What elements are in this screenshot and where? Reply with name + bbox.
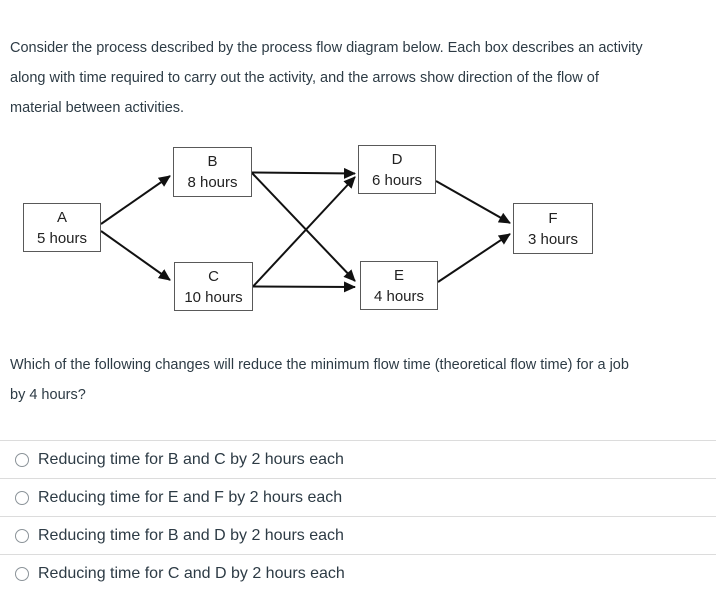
activity-label: F [548,209,558,227]
activity-label: A [56,208,67,226]
answer-option-4[interactable]: Reducing time for C and D by 2 hours eac… [0,554,716,592]
answer-option-2[interactable]: Reducing time for E and F by 2 hours eac… [0,478,716,516]
arrow-A-C [100,230,171,281]
answer-option-3[interactable]: Reducing time for B and D by 2 hours eac… [0,516,716,554]
arrow-B-D [251,167,356,179]
activity-box-A: A 5 hours [23,203,101,252]
radio-button[interactable] [15,528,29,543]
answer-option-label: Reducing time for B and D by 2 hours eac… [38,526,344,544]
activity-box-B: B 8 hours [173,147,252,197]
arrow-C-E [252,281,356,293]
answer-option-label: Reducing time for C and D by 2 hours eac… [38,564,345,582]
arrow-D-F [435,180,511,224]
answer-options: Reducing time for B and C by 2 hours eac… [0,440,716,592]
activity-box-C: C 10 hours [174,262,253,311]
intro-text: Consider the process described by the pr… [10,40,643,116]
answer-option-1[interactable]: Reducing time for B and C by 2 hours eac… [0,440,716,478]
arrow-C-D [252,176,356,288]
activity-time: 5 hours [36,229,88,247]
activity-box-E: E 4 hours [360,261,438,310]
arrow-A-B [100,175,171,225]
activity-time: 4 hours [373,287,425,305]
activity-time: 10 hours [184,288,243,306]
activity-label: D [391,150,403,168]
process-flow-diagram: A 5 hours B 8 hours C 10 hours D 6 hours… [0,135,716,345]
activity-time: 6 hours [371,171,423,189]
radio-button[interactable] [15,452,29,467]
activity-time: 3 hours [527,230,579,248]
answer-option-label: Reducing time for E and F by 2 hours eac… [38,488,343,506]
arrow-B-E [251,172,356,282]
activity-label: C [208,267,219,285]
activity-label: B [207,153,218,170]
activity-time: 8 hours [187,174,238,191]
answer-option-label: Reducing time for B and C by 2 hours eac… [38,450,344,468]
radio-button[interactable] [15,566,29,581]
radio-button[interactable] [15,490,29,505]
activity-box-F: F 3 hours [513,203,593,254]
question-text: Which of the following changes will redu… [10,357,629,403]
activity-label: E [393,266,404,284]
flow-arrows [100,167,511,293]
activity-box-D: D 6 hours [358,145,436,194]
arrow-E-F [437,233,511,283]
